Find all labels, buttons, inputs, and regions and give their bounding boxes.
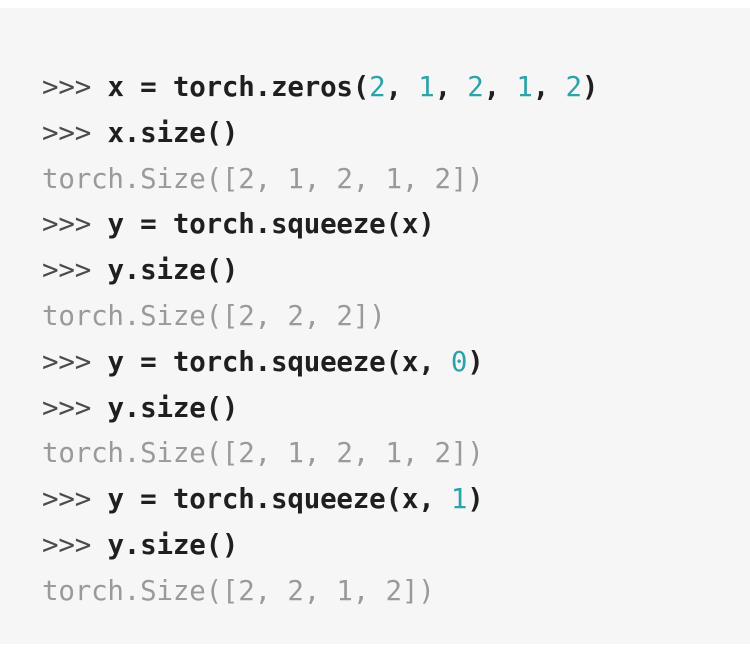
repl-prompt: >>> [42,254,108,287]
code-text: x = torch.zeros( [107,71,370,103]
repl-prompt: >>> [42,391,108,424]
number-literal: 1 [418,71,435,103]
repl-prompt: >>> [42,528,108,561]
number-literal: 0 [450,345,468,378]
number-literal: 2 [369,71,386,103]
code-separator: , [385,71,419,103]
code-snippet-panel: >>> x = torch.zeros(2, 1, 2, 1, 2)>>> x.… [0,8,750,644]
code-line: >>> y.size() [42,386,750,432]
output-line: torch.Size([2, 1, 2, 1, 2]) [42,431,750,477]
output-text: torch.Size([2, 2, 2]) [42,299,386,332]
code-line: >>> x.size() [42,111,750,157]
number-literal: 2 [467,71,484,103]
code-separator: , [483,71,517,103]
code-line: >>> y.size() [42,248,750,294]
number-literal: 1 [450,483,468,516]
code-line: >>> y = torch.squeeze(x) [42,202,750,248]
code-line: >>> x = torch.zeros(2, 1, 2, 1, 2) [42,65,750,111]
output-line: torch.Size([2, 1, 2, 1, 2]) [42,157,750,203]
repl-prompt: >>> [42,208,108,241]
number-literal: 2 [565,71,582,103]
code-line: >>> y = torch.squeeze(x, 0) [42,340,750,386]
repl-prompt: >>> [42,71,108,103]
repl-prompt: >>> [42,116,108,149]
code-text: ) [467,483,484,516]
python-repl-code-block: >>> x = torch.zeros(2, 1, 2, 1, 2)>>> x.… [42,65,750,615]
output-line: torch.Size([2, 2, 2]) [42,294,750,340]
number-literal: 1 [516,71,533,103]
code-text: y.size() [107,391,239,424]
code-text: y = torch.squeeze(x, [107,345,451,378]
code-line: >>> y = torch.squeeze(x, 1) [42,477,750,523]
output-text: torch.Size([2, 2, 1, 2]) [42,574,435,607]
output-text: torch.Size([2, 1, 2, 1, 2]) [42,437,484,470]
code-text: y = torch.squeeze(x, [107,483,451,516]
code-text: y.size() [107,254,239,287]
code-text: ) [581,71,599,103]
repl-prompt: >>> [42,483,108,516]
output-text: torch.Size([2, 1, 2, 1, 2]) [42,162,484,195]
code-separator: , [434,71,468,103]
code-text: ) [467,345,484,378]
code-text: y.size() [107,528,239,561]
repl-prompt: >>> [42,345,108,378]
code-line: >>> y.size() [42,523,750,569]
code-text: y = torch.squeeze(x) [107,208,435,241]
output-line: torch.Size([2, 2, 1, 2]) [42,569,750,615]
code-separator: , [532,71,566,103]
code-text: x.size() [107,116,239,149]
